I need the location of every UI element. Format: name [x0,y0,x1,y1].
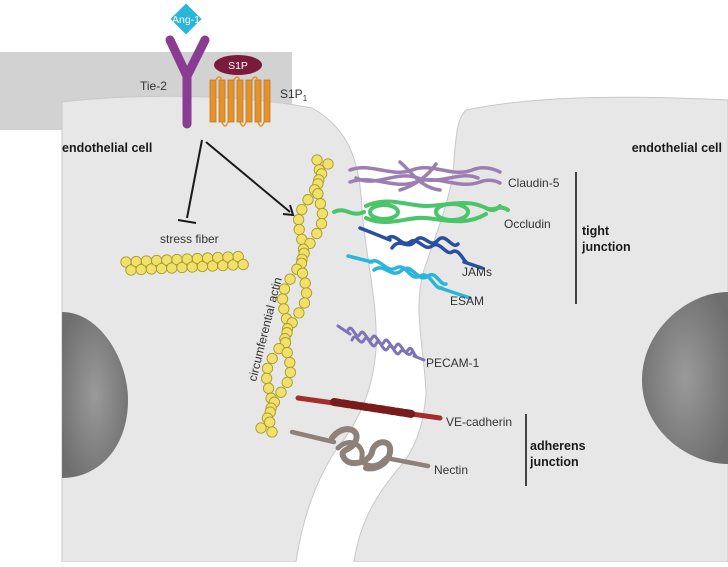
actin-bead [322,158,334,170]
actin-bead [237,258,249,271]
actin-bead [278,303,290,315]
actin-bead [232,250,244,263]
stress-fiber [120,250,249,276]
ang1-label: Ang-1 [172,14,200,26]
pecam1-protein [336,324,426,362]
adherens-junction-label-line1: adherens [530,439,586,453]
actin-bead [284,273,296,285]
endothelial-cell-label-left: endothelial cell [62,141,152,155]
actin-bead [300,287,313,299]
tie2-receptor [165,35,210,129]
inhibition-arrow [177,139,203,224]
endothelial-cell-label-right: endothelial cell [632,141,722,155]
actin-bead [255,422,267,434]
actin-bead [296,203,308,216]
actin-bead [315,217,328,230]
actin-bead [293,307,305,319]
actin-bead [314,198,327,210]
actin-bead [316,207,329,220]
actin-bead [284,366,297,379]
jams-label: JAMs [462,265,492,279]
actin-bead [281,346,293,359]
jams-protein [358,226,484,270]
nectin-label: Nectin [434,463,468,477]
s1p1-receptor [209,76,271,127]
s1p-ellipse [214,55,262,75]
s1p1-label-main: S1P [280,87,303,101]
claudin5-label: Claudin-5 [508,176,560,190]
s1p-label: S1P [228,60,248,72]
nectin-protein [289,426,431,472]
actin-bead [266,426,278,438]
tight-junction-label-line2: junction [581,240,631,254]
occludin-label: Occludin [504,217,551,231]
actin-bead [284,356,296,369]
actin-bead [311,154,323,166]
claudin5-protein [348,160,502,192]
esam-label: ESAM [450,294,484,308]
esam-protein [346,254,472,300]
adherens-junction-label-line2: junction [529,455,579,469]
actin-bead [281,376,293,389]
circumferential-actin [255,154,334,438]
ang1-diamond [170,3,202,35]
actin-bead [260,372,273,385]
left-nucleus [62,312,128,478]
actin-bead [262,382,275,394]
actin-bead [296,267,309,279]
actin-bead [298,297,311,309]
occludin-protein [332,199,510,224]
tight-junction-label-line1: tight [582,224,610,238]
actin-bead [302,194,314,206]
pecam1-label: PECAM-1 [426,356,480,370]
tie2-label: Tie-2 [140,79,167,93]
actin-bead [275,386,287,398]
actin-bead [312,188,324,200]
actin-bead [266,352,278,365]
ve-cadherin-protein [295,395,443,421]
activation-arrow [205,141,295,217]
actin-bead [311,227,323,240]
actin-bead [292,213,305,226]
ve-cadherin-label: VE-cadherin [446,415,512,429]
right-nucleus [642,292,728,464]
s1p1-label: S1P1 [280,87,308,103]
actin-bead [261,362,274,375]
actin-bead [299,277,311,289]
s1p1-label-subscript: 1 [303,94,308,103]
actin-bead [293,223,305,236]
stress-fiber-label: stress fiber [160,232,219,246]
